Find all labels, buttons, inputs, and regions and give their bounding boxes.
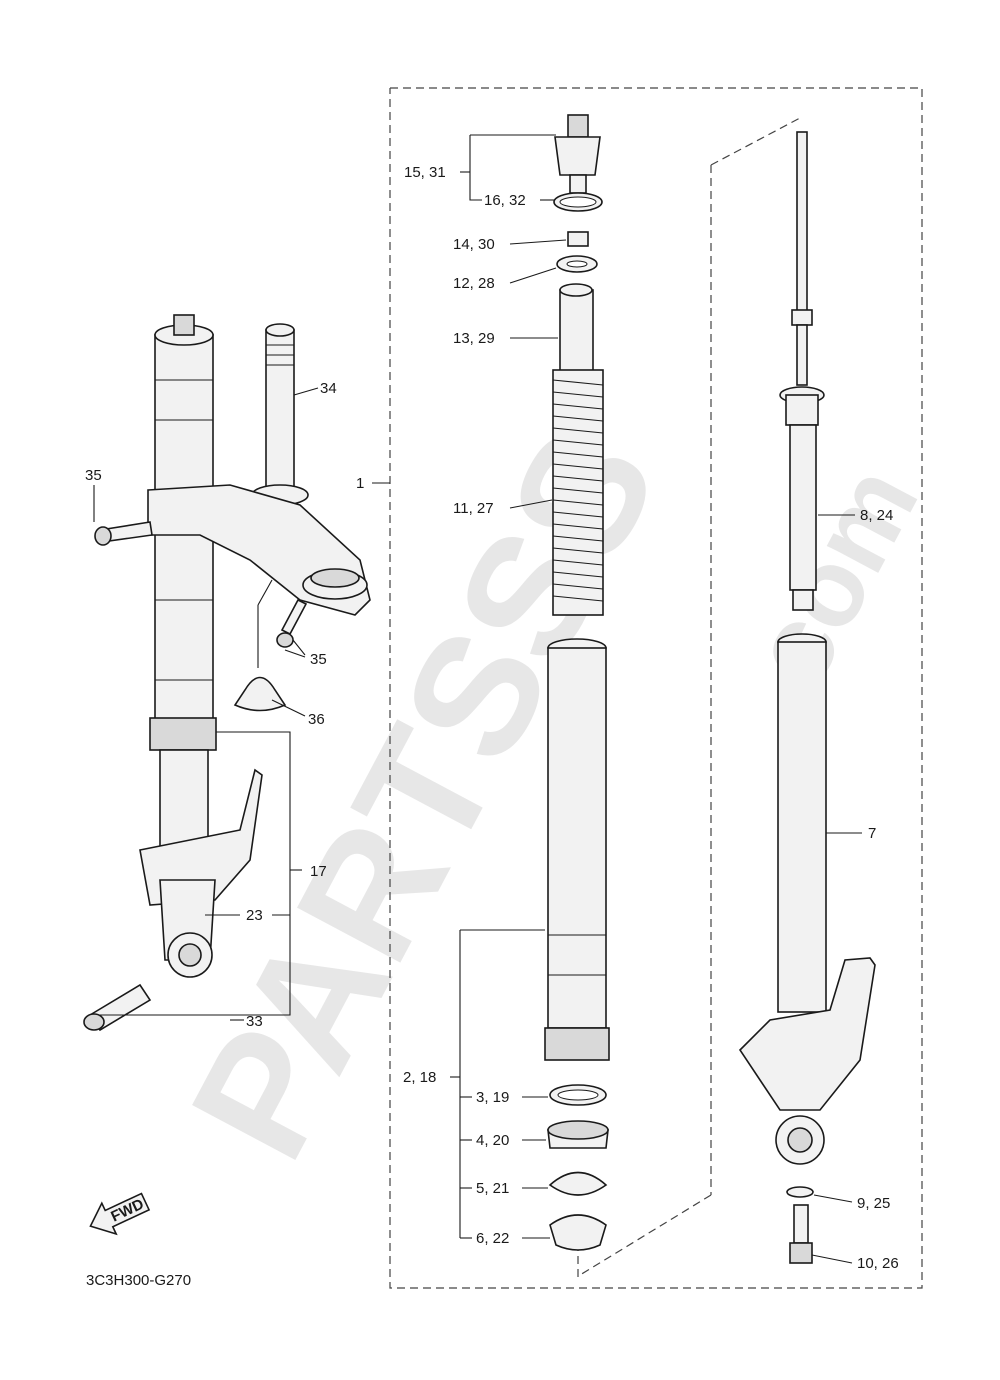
- callout-2-18: 2, 18: [403, 1069, 436, 1086]
- callout-17: 17: [310, 863, 327, 880]
- callout-34: 34: [320, 380, 337, 397]
- callout-6-22: 6, 22: [476, 1230, 509, 1247]
- installed-fork-assembly: [83, 314, 371, 1032]
- callout-35-left: 35: [85, 467, 102, 484]
- right-cartridge-and-leg: [738, 131, 876, 1264]
- callout-1: 1: [356, 475, 364, 492]
- callout-36: 36: [308, 711, 325, 728]
- callout-33: 33: [246, 1013, 263, 1030]
- callout-15-31: 15, 31: [404, 164, 446, 181]
- callout-14-30: 14, 30: [453, 236, 495, 253]
- callout-9-25: 9, 25: [857, 1195, 890, 1212]
- callout-4-20: 4, 20: [476, 1132, 509, 1149]
- callout-23: 23: [246, 907, 263, 924]
- callout-labels: 1 15, 31 16, 32 14, 30 12, 28 13, 29 11,…: [85, 164, 899, 1272]
- assembly-boundary: [389, 87, 923, 1289]
- diagram-code: 3C3H300-G270: [86, 1272, 191, 1289]
- callout-3-19: 3, 19: [476, 1089, 509, 1106]
- callout-35-lower: 35: [310, 651, 327, 668]
- middle-exploded-stack: [544, 114, 610, 1251]
- callout-16-32: 16, 32: [484, 192, 526, 209]
- callout-10-26: 10, 26: [857, 1255, 899, 1272]
- callout-7: 7: [868, 825, 876, 842]
- callout-8-24: 8, 24: [860, 507, 893, 524]
- fork-spring-coils: [552, 369, 604, 616]
- leader-lines: [93, 134, 862, 1264]
- callout-11-27: 11, 27: [453, 500, 494, 517]
- callout-12-28: 12, 28: [453, 275, 495, 292]
- callout-13-29: 13, 29: [453, 330, 495, 347]
- watermark-suffix: .com: [713, 447, 942, 731]
- fwd-arrow-icon: FWD: [89, 1192, 151, 1236]
- callout-5-21: 5, 21: [476, 1180, 509, 1197]
